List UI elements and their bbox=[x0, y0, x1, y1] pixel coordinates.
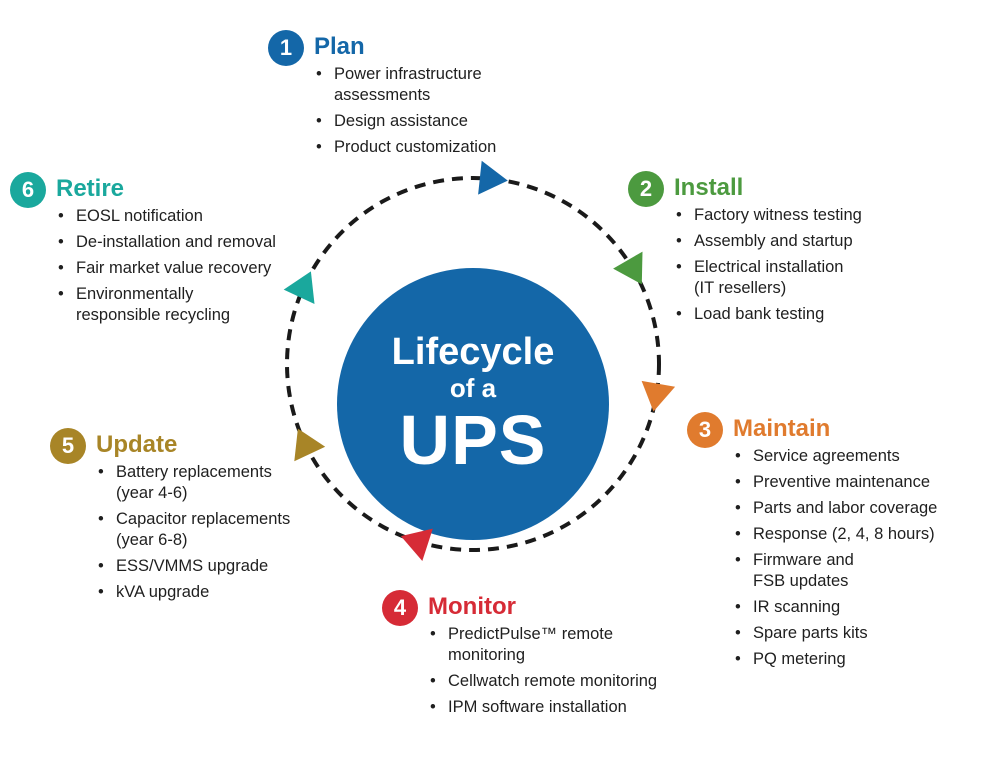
stage-list-item: kVA upgrade bbox=[98, 582, 290, 603]
arrow-to-plan-icon bbox=[283, 271, 315, 304]
stage-list-item: Electrical installation(IT resellers) bbox=[676, 257, 862, 299]
stage-title: Monitor bbox=[428, 593, 516, 620]
stage-list-item: PQ metering bbox=[735, 649, 937, 670]
stage-list-item: Response (2, 4, 8 hours) bbox=[735, 524, 937, 545]
step-number-badge: 5 bbox=[50, 428, 86, 464]
stage-title: Maintain bbox=[733, 415, 831, 442]
stage-list-item: IPM software installation bbox=[430, 697, 657, 718]
stage-title: Retire bbox=[56, 175, 125, 202]
stage-list-item: EOSL notification bbox=[58, 206, 276, 227]
stage-list-item: Capacitor replacements(year 6-8) bbox=[98, 509, 290, 551]
cycle-ring bbox=[285, 176, 661, 552]
stage-title: Install bbox=[674, 174, 744, 201]
stage-list-item: IR scanning bbox=[735, 597, 937, 618]
arrow-to-install-icon bbox=[478, 160, 508, 195]
stage-list-item: Design assistance bbox=[316, 111, 496, 132]
step-number-badge: 1 bbox=[268, 30, 304, 66]
arrow-to-maintain-icon bbox=[613, 251, 643, 285]
stage-list-item: Parts and labor coverage bbox=[735, 498, 937, 519]
stage-list-item: Cellwatch remote monitoring bbox=[430, 671, 657, 692]
stage-list-item: Factory witness testing bbox=[676, 205, 862, 226]
stage-item-list: Power infrastructureassessmentsDesign as… bbox=[316, 64, 496, 163]
stage-item-list: Service agreementsPreventive maintenance… bbox=[735, 446, 937, 675]
stage-title: Update bbox=[96, 431, 178, 458]
arrow-to-update-icon bbox=[400, 528, 433, 561]
center-circle bbox=[337, 268, 609, 540]
step-number-badge: 3 bbox=[687, 412, 723, 448]
stage-list-item: Assembly and startup bbox=[676, 231, 862, 252]
stage-item-list: PredictPulse™ remotemonitoringCellwatch … bbox=[430, 624, 657, 723]
stage-list-item: Spare parts kits bbox=[735, 623, 937, 644]
stage-list-item: Fair market value recovery bbox=[58, 258, 276, 279]
arrow-to-retire-icon bbox=[294, 428, 326, 462]
stage-list-item: Service agreements bbox=[735, 446, 937, 467]
stage-list-item: Battery replacements(year 4-6) bbox=[98, 462, 290, 504]
stage-list-item: ESS/VMMS upgrade bbox=[98, 556, 290, 577]
stage-list-item: Load bank testing bbox=[676, 304, 862, 325]
stage-item-list: EOSL notificationDe-installation and rem… bbox=[58, 206, 276, 331]
stage-list-item: De-installation and removal bbox=[58, 232, 276, 253]
step-number-badge: 2 bbox=[628, 171, 664, 207]
stage-list-item: Product customization bbox=[316, 137, 496, 158]
step-number-badge: 6 bbox=[10, 172, 46, 208]
stage-item-list: Battery replacements(year 4-6) Capacitor … bbox=[98, 462, 290, 608]
stage-list-item: Preventive maintenance bbox=[735, 472, 937, 493]
stage-title: Plan bbox=[314, 33, 365, 60]
arrow-to-monitor-icon bbox=[641, 380, 676, 412]
stage-item-list: Factory witness testingAssembly and star… bbox=[676, 205, 862, 330]
step-number-badge: 4 bbox=[382, 590, 418, 626]
